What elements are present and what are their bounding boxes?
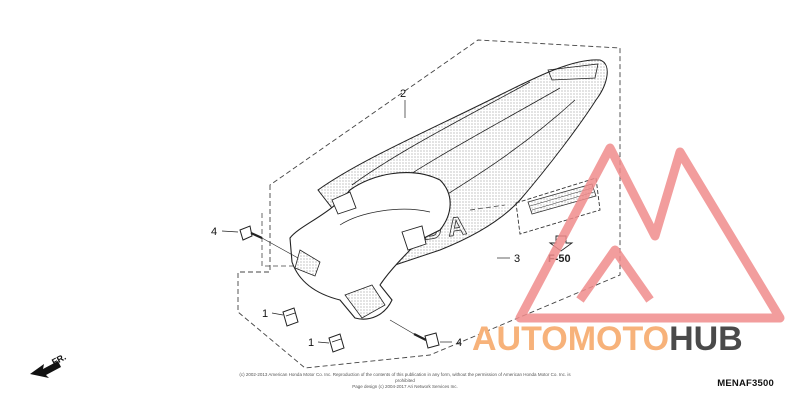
- label-part-2: 2: [400, 88, 406, 100]
- clip-upper: [282, 307, 299, 327]
- inner-fender: [289, 172, 451, 320]
- watermark-text: AUTOMOTOHUB: [472, 320, 743, 358]
- clip-lower: [328, 333, 345, 353]
- copyright-notice: (c) 2002-2013 American Honda Motor Co. I…: [230, 372, 580, 390]
- front-direction-icon: FR.: [30, 352, 68, 378]
- watermark-part-a: AUTOMOTO: [472, 320, 669, 358]
- bolt-upper: [239, 225, 299, 259]
- assembly-boundary: [237, 39, 621, 369]
- label-part-4-upper: 4: [211, 226, 217, 238]
- diagram-code: MENAF3500: [717, 378, 774, 389]
- watermark-logo-icon: [515, 143, 785, 323]
- direction-label: FR.: [50, 352, 67, 368]
- copyright-line-2: Page design (c) 2004-2017 Ari Network Se…: [352, 384, 458, 389]
- label-part-3: 3: [514, 253, 520, 265]
- label-part-4-lower: 4: [456, 337, 462, 349]
- watermark-part-b: HUB: [669, 320, 743, 358]
- leader-lines: [221, 100, 510, 344]
- copyright-line-1: (c) 2002-2013 American Honda Motor Co. I…: [239, 372, 571, 383]
- label-part-1-upper: 1: [262, 308, 268, 320]
- bolt-lower: [389, 319, 440, 349]
- label-part-1-lower: 1: [308, 337, 314, 349]
